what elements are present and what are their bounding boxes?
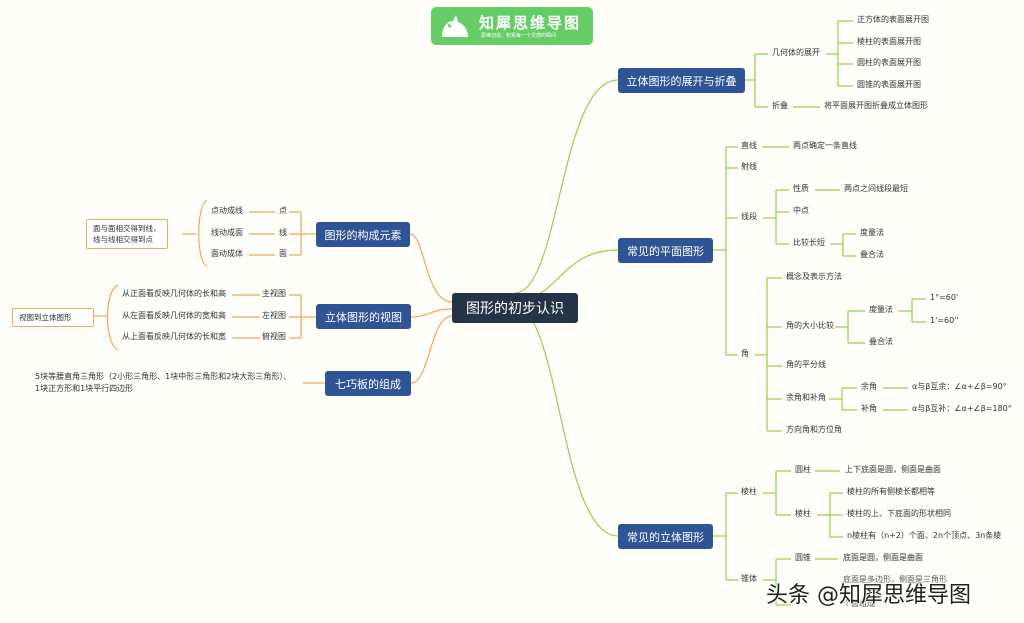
segment-measure: 度量法	[860, 228, 884, 237]
topic-views[interactable]: 立体图形的视图	[316, 304, 411, 329]
angle-overlap: 叠合法	[869, 337, 893, 346]
unfold-net: 几何体的展开	[772, 48, 820, 57]
watermark: 头条 @知犀思维导图	[766, 583, 971, 608]
angle-size: 角的大小比较	[786, 321, 834, 330]
angle-bisector: 角的平分线	[786, 360, 826, 369]
move-point: 点动成线	[211, 206, 243, 215]
prism-item-3: n棱柱有（n+2）个面、2n个顶点、3n条棱	[847, 531, 1002, 540]
logo-subtitle: 思维创造，积累每一个灵感的瞬间	[481, 33, 557, 39]
solid-prism-group: 棱柱	[741, 487, 757, 496]
topic-solid[interactable]: 常见的立体图形	[618, 524, 713, 549]
net-item-1: 正方体的表面展开图	[857, 15, 929, 24]
segment-mid: 中点	[793, 206, 809, 215]
unfold-fold: 折叠	[772, 101, 788, 110]
topic-elements[interactable]: 图形的构成元素	[316, 222, 410, 247]
segment-overlap: 叠合法	[860, 250, 884, 259]
view-left: 左视图	[262, 311, 286, 320]
move-line: 线动成面	[211, 228, 243, 237]
solid-cone: 圆锥	[795, 553, 811, 562]
angle-bu: 补角	[861, 404, 877, 413]
solid-cone-group: 锥体	[741, 574, 757, 583]
angle-min: 1'=60''	[930, 316, 959, 325]
segment-prop: 性质	[793, 184, 809, 193]
segment-compare: 比较长短	[793, 238, 825, 247]
rhino-icon	[442, 15, 468, 37]
line-desc: 两点确定一条直线	[793, 141, 857, 150]
segment-prop-desc: 两点之间线段最短	[844, 184, 908, 193]
view-top: 俯视图	[262, 332, 286, 341]
tangram-desc-2: 1块正方形和1块平行四边形	[35, 384, 134, 393]
net-item-4: 圆锥的表面展开图	[857, 80, 921, 89]
element-line: 线	[279, 228, 287, 237]
angle-direction: 方向角和方位角	[786, 425, 842, 434]
elements-note: 面与面相交得到线， 线与线相交得到点	[86, 219, 168, 249]
cone-desc: 底面是圆，侧面是曲面	[843, 553, 923, 562]
topic-plane[interactable]: 常见的平面图形	[618, 238, 713, 263]
topic-unfold[interactable]: 立体图形的展开与折叠	[618, 68, 745, 93]
solid-cylinder: 圆柱	[795, 465, 811, 474]
plane-angle: 角	[741, 349, 749, 358]
view-front: 主视图	[262, 289, 286, 298]
cylinder-desc: 上下底面是圆，侧面是曲面	[845, 465, 941, 474]
logo-name: 知犀思维导图	[479, 14, 582, 32]
angle-measure: 度量法	[869, 305, 893, 314]
pyramid-item: 个面组成	[843, 599, 875, 608]
brand-logo: 知犀思维导图 思维创造，积累每一个灵感的瞬间	[431, 7, 593, 45]
net-item-2: 棱柱的表面展开图	[857, 37, 921, 46]
prism-item-2: 棱柱的上、下底面的形状相同	[847, 509, 951, 518]
angle-concept: 概念及表示方法	[786, 272, 842, 281]
net-item-3: 圆柱的表面展开图	[857, 58, 921, 67]
fold-desc: 将平面展开图折叠成立体图形	[824, 101, 928, 110]
angle-deg: 1°=60'	[930, 293, 959, 302]
view-front-desc: 从正面看反映几何体的长和高	[122, 289, 226, 298]
angle-bu-desc: α与β互补：∠α+∠β=180°	[912, 404, 1012, 413]
prism-item-1: 棱柱的所有侧棱长都相等	[847, 487, 935, 496]
cone-hidden: 底面是多边形，侧面是三角形	[843, 575, 947, 584]
view-left-desc: 从左面看反映几何体的宽和高	[122, 311, 226, 320]
tangram-desc-1: 5块等腰直角三角形（2小形三角形、1块中形三角形和2块大形三角形）、	[35, 372, 292, 381]
root-topic[interactable]: 图形的初步认识	[452, 293, 578, 323]
plane-ray: 射线	[741, 162, 757, 171]
element-point: 点	[279, 206, 287, 215]
plane-line: 直线	[741, 141, 757, 150]
views-note: 视图到立体图形	[12, 308, 94, 327]
solid-prism: 棱柱	[795, 509, 811, 518]
angle-yu: 余角	[861, 382, 877, 391]
topic-tangram[interactable]: 七巧板的组成	[325, 371, 411, 396]
elements-note-line-1: 面与面相交得到线，	[93, 224, 161, 233]
angle-comp: 余角和补角	[786, 393, 826, 402]
elements-note-line-2: 线与线相交得到点	[93, 235, 153, 244]
element-face: 面	[279, 249, 287, 258]
view-top-desc: 从上面看反映几何体的长和宽	[122, 332, 226, 341]
plane-segment: 线段	[741, 212, 757, 221]
move-face: 面动成体	[211, 249, 243, 258]
angle-yu-desc: α与β互余：∠α+∠β=90°	[912, 382, 1007, 391]
